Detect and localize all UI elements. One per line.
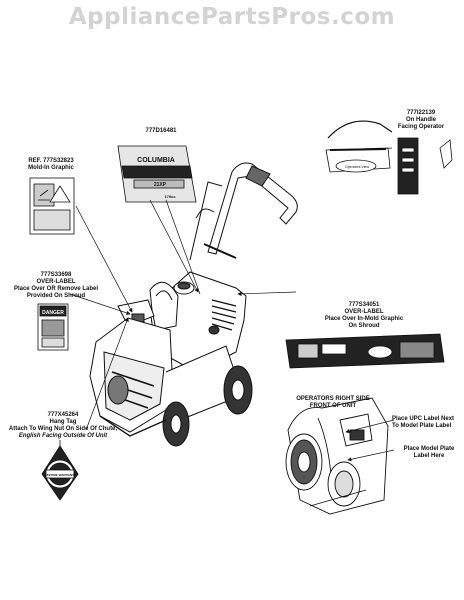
handle-detail: Operators View (325, 120, 453, 195)
callout-line: Label Here (413, 453, 445, 459)
callout-part-number: 777X45264 (47, 412, 79, 418)
snowblower-drawing (89, 162, 298, 447)
callout-line: Provided On Shroud (26, 293, 86, 299)
callout-line: Attach To Wing Nut On Side Of Chute, (8, 426, 118, 432)
callout-line: To Model Plate Label (392, 423, 452, 429)
callout-line: Place Over In-Mold Graphic (324, 316, 404, 322)
shroud-label-art (285, 333, 445, 369)
callout-line: Place Over OR Remove Label (13, 286, 99, 292)
callout-line: FRONT OF UNIT (309, 403, 357, 409)
right-side-view (285, 397, 389, 515)
danger-label-art: DANGER (37, 303, 69, 351)
warranty-text: LIFETIME WARRANTY (44, 473, 76, 477)
leader-lines (69, 147, 395, 462)
callout-line: English Facing Outside Of Unit (18, 433, 108, 439)
model-code-text: 21XP (154, 182, 167, 188)
callout-777s33698: 777S33698 OVER-LABEL Place Over OR Remov… (4, 272, 108, 300)
callout-777i22139: 777I22139 On Handle Facing Operator (386, 110, 456, 131)
engine-size-text: 179cc (164, 194, 176, 199)
callout-777d16481: 777D16481 (126, 128, 196, 135)
callout-operators-right-side: OPERATORS RIGHT SIDE FRONT OF UNIT (278, 396, 388, 410)
hang-tag-art: LIFETIME WARRANTY (41, 440, 79, 501)
watermark: AppliancePartsPros.com (68, 4, 396, 30)
callout-777x45264: 777X45264 Hang Tag Attach To Wing Nut On… (4, 412, 122, 440)
callout-model-plate: Place Model Plate Label Here (396, 446, 462, 460)
callout-line: Mold-In Graphic (28, 165, 74, 171)
danger-text: DANGER (42, 310, 64, 316)
callout-part-number: 777I22139 (406, 110, 436, 116)
label-777d16481-art: COLUMBIA 21XP 179cc (117, 145, 197, 203)
mold-in-graphic (29, 177, 75, 235)
callout-part-number: 777S34051 (348, 302, 380, 308)
callout-777s34051: 777S34051 OVER-LABEL Place Over In-Mold … (322, 302, 406, 330)
brand-text: COLUMBIA (137, 157, 175, 164)
operators-view-text: Operators View (345, 165, 370, 169)
callout-line: Place Model Plate (403, 446, 455, 452)
callout-line: Facing Operator (397, 124, 445, 130)
callout-line: OVER-LABEL (344, 309, 384, 315)
callout-line: OVER-LABEL (36, 279, 76, 285)
callout-777s32823: REF. 777S32823 Mold-In Graphic (16, 158, 86, 172)
callout-line: OPERATORS RIGHT SIDE (296, 396, 370, 402)
callout-part-number: 777D16481 (145, 128, 177, 134)
callout-line: Hang Tag (49, 419, 77, 425)
callout-part-number: REF. 777S32823 (28, 158, 74, 164)
callout-line: On Handle (405, 117, 436, 123)
callout-upc-label: Place UPC Label Next To Model Plate Labe… (392, 416, 464, 430)
callout-line: On Shroud (348, 323, 380, 329)
callout-part-number: 777S33698 (40, 272, 72, 278)
callout-line: Place UPC Label Next (392, 416, 455, 422)
